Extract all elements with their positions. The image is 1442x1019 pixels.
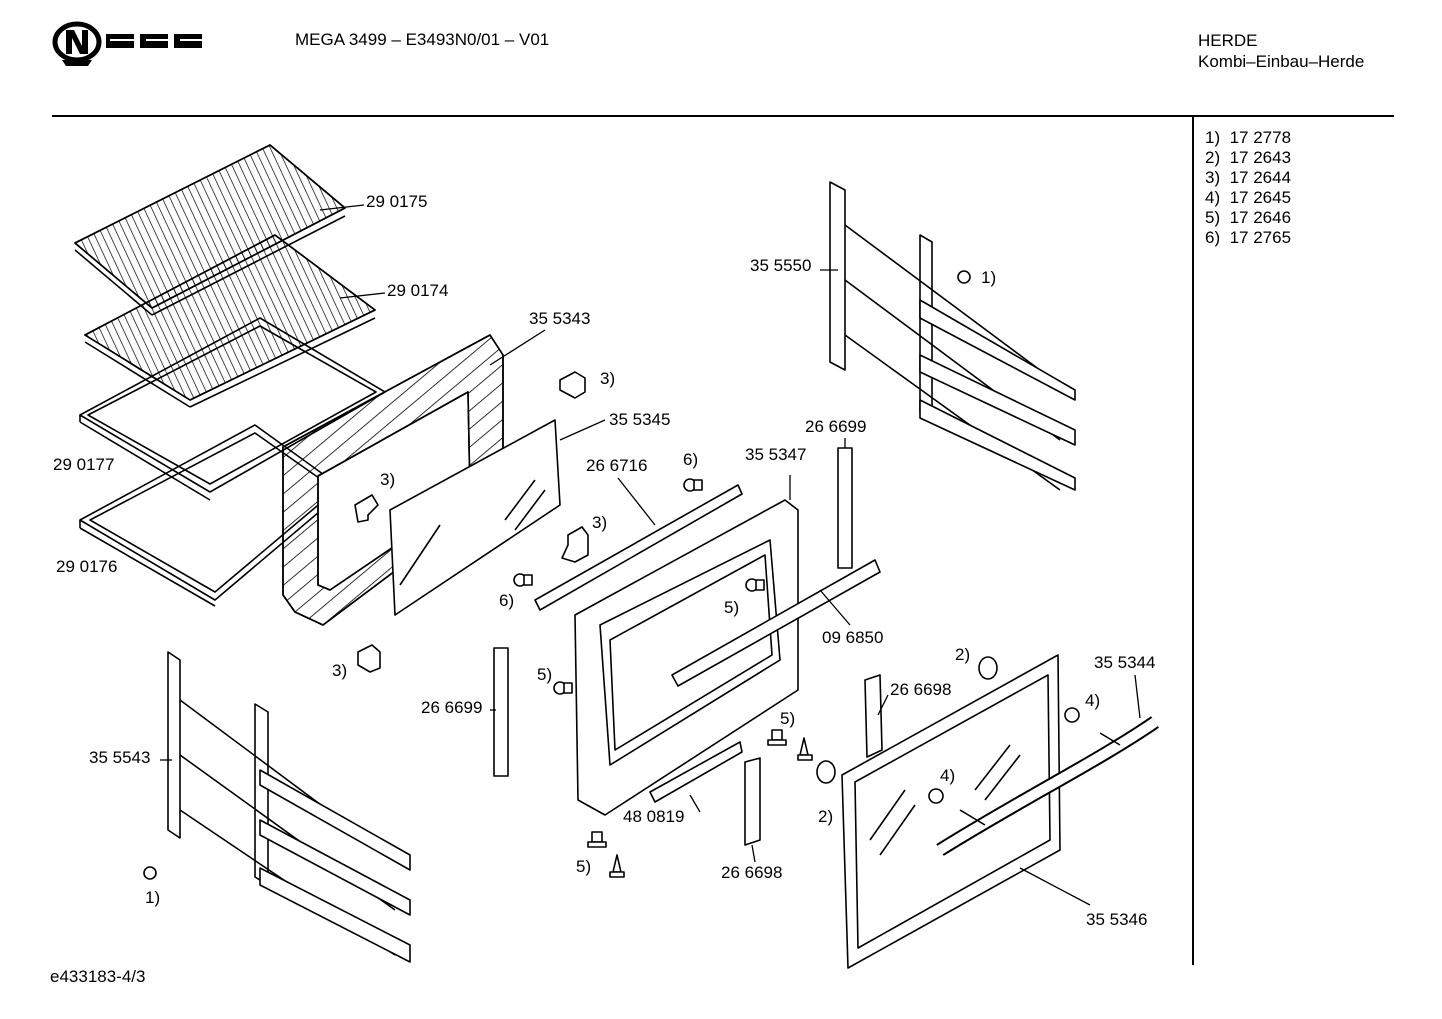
ref-callout: 5) (724, 598, 740, 617)
legend-item: 5) 17 2646 (1205, 208, 1292, 227)
side-rack-355543 (167, 651, 411, 963)
rail-096850 (671, 559, 881, 687)
door-frame-355347 (574, 499, 799, 816)
strip-266699-right (837, 447, 853, 569)
clip-part (559, 371, 586, 399)
glass-pane-355345 (389, 419, 561, 616)
nut-part (928, 707, 1080, 804)
model-line: MEGA 3499 – E3493N0/01 – V01 (295, 30, 550, 49)
part-label: 26 6698 (721, 863, 783, 882)
hinge-266698-lower (744, 757, 761, 846)
screw-part (609, 854, 625, 878)
part-label: 35 5543 (89, 748, 151, 767)
ref-callout: 3) (332, 661, 348, 680)
part-label: 26 6699 (805, 417, 867, 436)
screw-part (683, 478, 703, 492)
screw-part (797, 737, 813, 761)
part-label: 26 6716 (586, 456, 648, 475)
clip-part (561, 526, 589, 563)
legend-item: 6) 17 2765 (1205, 228, 1292, 247)
part-label: 35 5343 (529, 309, 591, 328)
handle-355344 (936, 716, 1159, 856)
ref-callout: 3) (592, 513, 608, 532)
ref-callout: 2) (818, 807, 834, 826)
rail-480819 (649, 741, 743, 803)
ref-callout: 4) (1085, 691, 1101, 710)
part-label: 35 5345 (609, 410, 671, 429)
legend-divider (1192, 117, 1194, 965)
nut-part (143, 270, 971, 880)
part-label: 29 0175 (366, 192, 428, 211)
ref-callout: 5) (576, 857, 592, 876)
part-label: 35 5344 (1094, 653, 1156, 672)
legend-item: 2) 17 2643 (1205, 148, 1292, 167)
part-label: 29 0174 (387, 281, 449, 300)
part-label: 29 0176 (56, 557, 118, 576)
part-label: 35 5550 (750, 256, 812, 275)
category-title: HERDE (1198, 31, 1258, 50)
clip-part (357, 644, 381, 673)
ref-callout: 3) (380, 470, 396, 489)
ref-callout: 5) (537, 665, 553, 684)
part-label: 26 6699 (421, 698, 483, 717)
drawing-number: e433183-4/3 (50, 967, 146, 986)
screw-part (513, 573, 533, 587)
category-subtitle: Kombi–Einbau–Herde (1198, 52, 1365, 71)
ref-callout: 6) (683, 450, 699, 469)
spacer-part (816, 760, 836, 784)
neff-logo (52, 20, 222, 68)
outer-door-355346 (841, 654, 1061, 969)
part-label: 35 5346 (1086, 910, 1148, 929)
part-label: 48 0819 (623, 807, 685, 826)
strip-266699-left (493, 647, 509, 777)
screw-part (745, 578, 765, 592)
legend-item: 4) 17 2645 (1205, 188, 1292, 207)
ref-callout: 1) (981, 268, 997, 287)
ref-callout: 5) (780, 709, 796, 728)
part-label: 26 6698 (890, 680, 952, 699)
hinge-266698-upper (864, 674, 883, 758)
parts-legend: 1) 17 2778 2) 17 2643 3) 17 2644 4) 17 2… (1205, 128, 1291, 248)
leader-lines (160, 204, 1141, 906)
screw-part (553, 681, 573, 695)
ref-callout: 3) (600, 369, 616, 388)
screw-part (587, 831, 607, 848)
ref-callout: 1) (145, 888, 161, 907)
ref-callout: 6) (499, 591, 515, 610)
side-rack-355550 (829, 181, 1076, 491)
legend-item: 3) 17 2644 (1205, 168, 1292, 187)
category-block: HERDE Kombi–Einbau–Herde (1198, 30, 1364, 72)
part-label: 09 6850 (822, 628, 884, 647)
part-label: 35 5347 (745, 445, 807, 464)
rail-266716 (534, 484, 743, 611)
part-label: 29 0177 (53, 455, 115, 474)
screw-part (767, 729, 787, 746)
ref-callout: 2) (955, 645, 971, 664)
wire-shelf-290174 (84, 234, 376, 408)
spacer-part (978, 656, 998, 680)
legend-item: 1) 17 2778 (1205, 128, 1292, 147)
header-divider (52, 115, 1394, 117)
ref-callout: 4) (940, 766, 956, 785)
